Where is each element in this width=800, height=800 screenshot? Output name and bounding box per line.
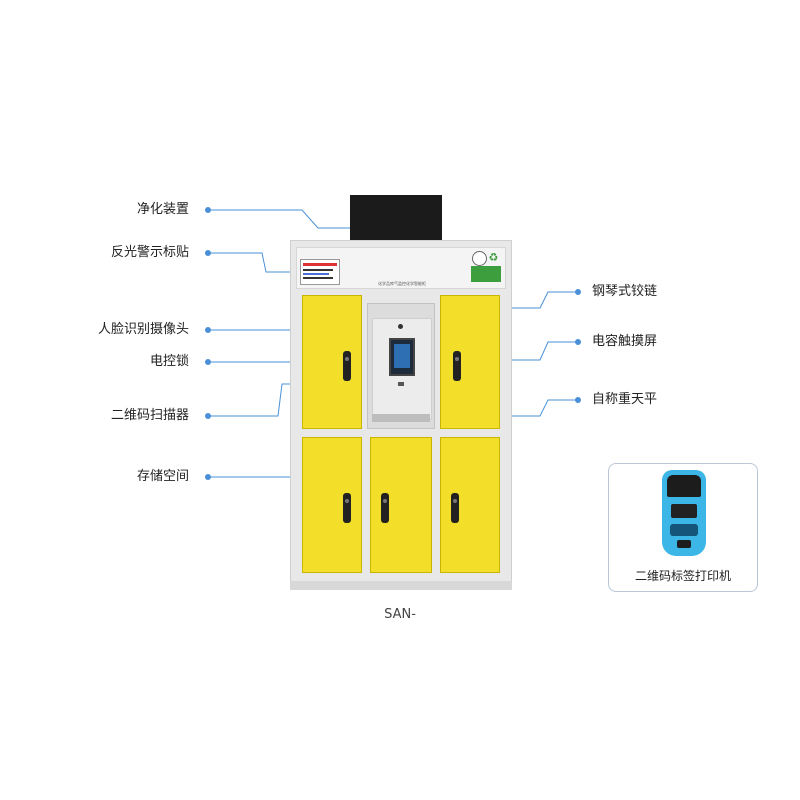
model-label: SAN- [384,607,416,622]
electric-lock-handle[interactable] [343,351,351,381]
green-badge [471,266,501,282]
printer-label: 二维码标签打印机 [634,569,731,583]
callout-purifier: 净化装置 [137,202,190,217]
electric-lock-handle[interactable] [451,493,459,523]
touch-screen[interactable] [389,338,415,376]
cabinet-header-text: 化学品库气监控化学智能柜 [378,281,426,286]
callout-face-camera: 人脸识别摄像头 [98,322,190,337]
electric-lock-handle[interactable] [381,493,389,523]
electric-lock-handle[interactable] [453,351,461,381]
printer-inset: 二维码标签打印机 [608,463,758,592]
callout-storage: 存储空间 [137,469,190,484]
callout-touch-screen: 电容触摸屏 [592,334,658,349]
door-upper-right[interactable] [440,295,500,429]
callout-reflective-sticker: 反光警示标贴 [111,245,190,260]
purifier-unit [350,195,442,242]
callout-piano-hinge: 钢琴式铰链 [592,284,658,299]
electric-lock-handle[interactable] [343,493,351,523]
door-upper-left[interactable] [302,295,362,429]
qr-scanner-unit [398,382,404,386]
callout-qr-scanner: 二维码扫描器 [111,408,190,423]
recycle-icon: ♻ [488,251,499,264]
door-lower-right[interactable] [440,437,500,573]
door-lower-middle[interactable] [370,437,432,573]
door-lower-left[interactable] [302,437,362,573]
cabinet-base [290,581,512,590]
face-camera [398,324,403,329]
center-compartment [367,303,435,429]
fan-icon [472,251,487,266]
printer-image [662,470,706,556]
callout-electric-lock: 电控锁 [150,354,190,369]
cabinet: ♻ 化学品库气监控化学智能柜 [290,195,512,590]
callout-self-weighing: 自称重天平 [592,392,658,407]
scale-tray [372,414,430,422]
warning-sticker [300,259,340,285]
